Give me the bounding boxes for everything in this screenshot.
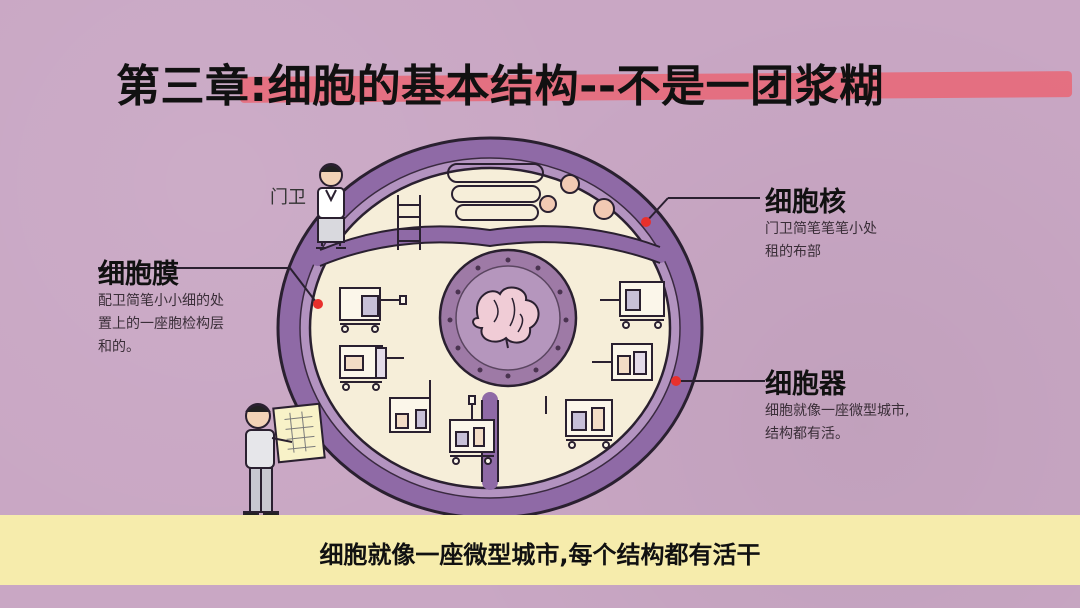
brain-icon [472, 286, 540, 349]
doorman-label: 门卫 [270, 187, 306, 208]
vesicle-icons [539, 174, 615, 220]
page-title: 第三章:细胞的基本结构--不是一团浆糊 [116, 61, 884, 112]
membrane-desc-line1: 配卫简笔小小细的处 [98, 293, 224, 309]
nucleus-desc-line2: 租的布部 [765, 244, 821, 260]
organelle-desc-line2: 结构都有活。 [765, 426, 849, 442]
ladder-icon [397, 195, 421, 250]
organelle-title: 细胞器 [765, 369, 846, 400]
membrane-desc-line2: 置上的一座胞检构层 [98, 316, 224, 332]
nucleus-title: 细胞核 [765, 187, 846, 218]
caption-bar: 细胞就像一座微型城市,每个结构都有活干 [0, 515, 1080, 585]
leader-lines [98, 197, 765, 382]
machine-icons [339, 281, 665, 465]
doorman-figure [316, 163, 346, 249]
caption-text: 细胞就像一座微型城市,每个结构都有活干 [319, 541, 761, 569]
researcher-figure [243, 402, 326, 519]
title-area: 第三章:细胞的基本结构--不是一团浆糊 [100, 48, 1073, 112]
golgi-icon [447, 163, 544, 221]
nucleus-desc-line1: 门卫简笔笔笔小处 [765, 221, 877, 237]
leader-markers [313, 217, 681, 386]
membrane-desc-line3: 和的。 [98, 339, 140, 355]
organelle-desc-line1: 细胞就像一座微型城市, [765, 403, 910, 419]
membrane-title: 细胞膜 [98, 259, 179, 290]
nuclear-pores [447, 257, 569, 379]
